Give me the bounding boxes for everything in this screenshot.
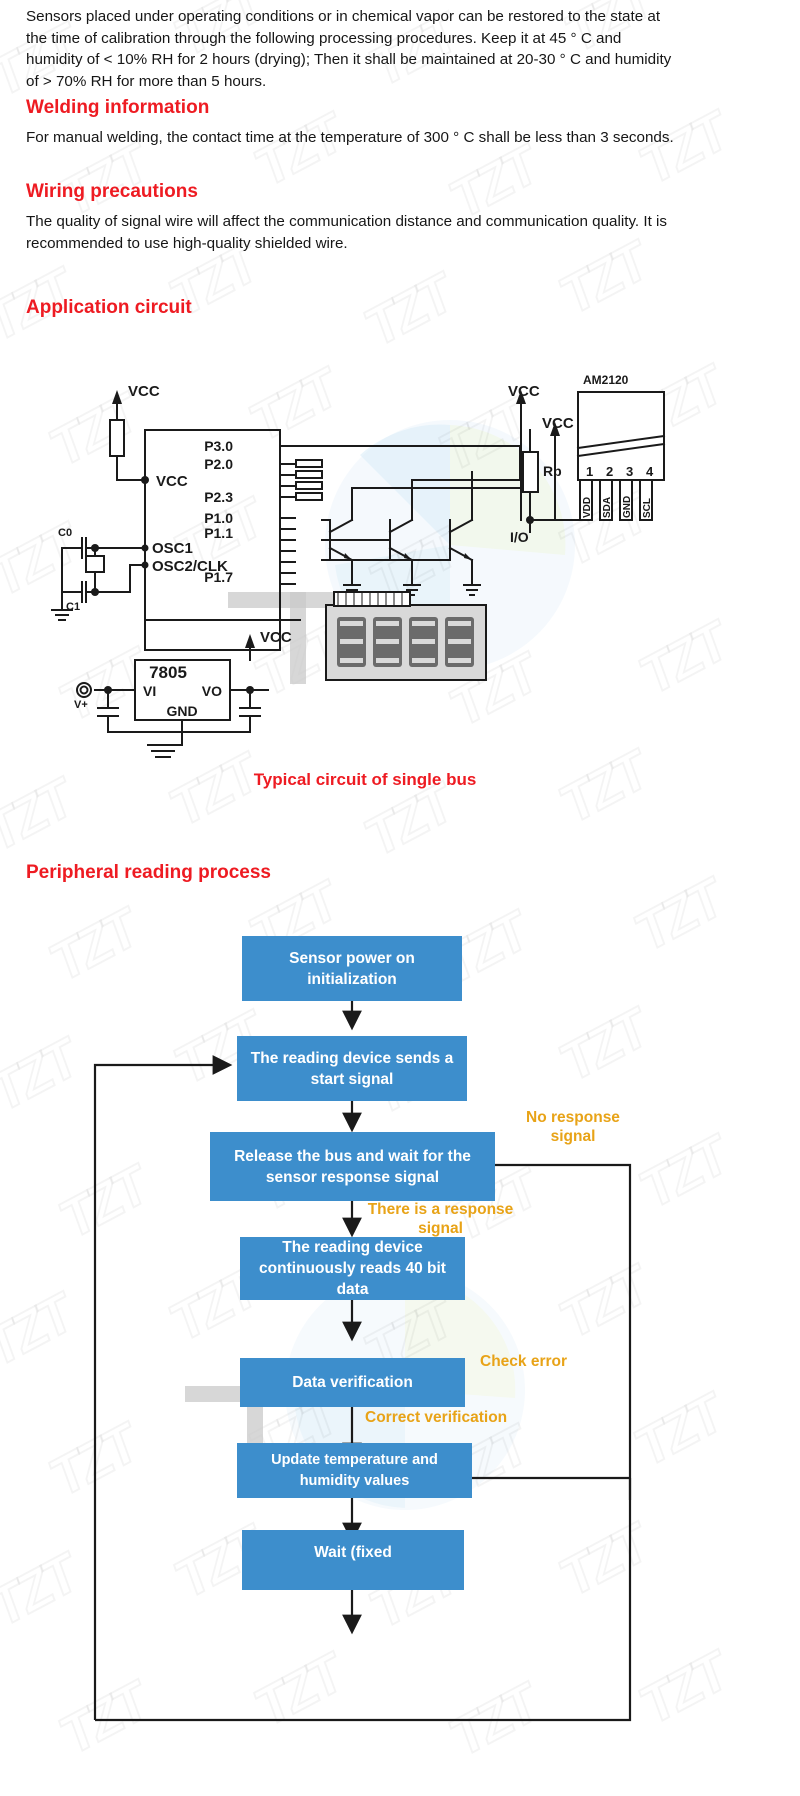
label-c0: C0 <box>58 527 72 539</box>
label-pin-p10: P1.0 <box>204 510 233 526</box>
welding-paragraph: For manual welding, the contact time at … <box>26 129 674 146</box>
application-circuit-schematic: VCC VCC C0 C1 OSC1 OSC2/CLK P3.0 P2.0 P2… <box>51 373 666 758</box>
flowchart-connectors <box>93 1001 632 1722</box>
label-pin-p20: P2.0 <box>204 456 233 472</box>
label-regulator-gnd: GND <box>166 703 197 719</box>
label-sensor-pin-3: 3 <box>626 464 633 479</box>
label-sensor-part-number: AM2120 <box>583 373 629 387</box>
transistor-driver <box>388 499 421 596</box>
flow-node-label: The reading device continuously reads 40… <box>259 1239 446 1298</box>
flow-node-release-bus-wait[interactable]: Release the bus and wait for the sensor … <box>210 1132 495 1201</box>
intro-paragraph: Sensors placed under operating condition… <box>26 8 672 90</box>
label-io: I/O <box>510 529 529 545</box>
label-sensor-vdd: VDD <box>582 497 593 518</box>
label-regulator-vo: VO <box>202 683 222 699</box>
pullup-resistor <box>522 451 539 493</box>
flow-node-label: Wait (fixed <box>314 1544 392 1561</box>
label-regulator-vi: VI <box>143 683 156 699</box>
section-heading-application-circuit: Application circuit <box>26 297 192 318</box>
label-pin-p11: P1.1 <box>204 525 233 541</box>
label-osc1: OSC1 <box>152 540 193 557</box>
flow-edge-label-no-response: No response signal <box>526 1109 620 1145</box>
flow-node-send-start-signal[interactable]: The reading device sends a start signal <box>237 1036 467 1101</box>
label-vcc-top: VCC <box>128 383 160 400</box>
label-regulator-name: 7805 <box>149 663 187 682</box>
transistor-driver <box>328 499 361 596</box>
label-sensor-pin-1: 1 <box>586 464 593 479</box>
label-sensor-pin-2: 2 <box>606 464 613 479</box>
label-pin-p30: P3.0 <box>204 438 233 454</box>
label-pin-p23: P2.3 <box>204 489 233 505</box>
flow-edge-label-correct-verification: Correct verification <box>365 1409 508 1426</box>
decorative-gray-bar <box>290 592 306 684</box>
label-sensor-gnd: GND <box>622 496 633 518</box>
label-v-plus: V+ <box>74 699 88 711</box>
flow-node-update-values[interactable]: Update temperature and humidity values <box>237 1443 472 1498</box>
wiring-paragraph: The quality of signal wire will affect t… <box>26 213 667 252</box>
circuit-caption: Typical circuit of single bus <box>253 770 477 789</box>
label-vcc-pullup: VCC <box>508 383 540 400</box>
section-heading-peripheral-process: Peripheral reading process <box>26 862 271 883</box>
label-vcc-regulator: VCC <box>260 629 292 646</box>
section-heading-wiring: Wiring precautions <box>26 181 198 202</box>
vcc-arrow-icon <box>112 390 122 404</box>
vcc-arrow-icon <box>245 634 255 648</box>
flow-node-label: Sensor power on initialization <box>289 949 415 988</box>
label-sensor-scl: SCL <box>642 498 653 518</box>
transistor-driver <box>448 499 481 596</box>
flow-node-wait-fixed[interactable]: Wait (fixed <box>242 1530 464 1590</box>
flow-node-label: Release the bus and wait for the sensor … <box>234 1147 471 1186</box>
flow-node-label: Data verification <box>292 1374 413 1391</box>
label-vcc-sensor: VCC <box>542 415 574 432</box>
flow-node-label: The reading device sends a start signal <box>250 1049 454 1088</box>
flow-node-read-40-bit-data[interactable]: The reading device continuously reads 40… <box>240 1237 465 1300</box>
label-pin-p17: P1.7 <box>204 569 233 585</box>
flow-node-label: Update temperature and humidity values <box>271 1451 438 1489</box>
flow-node-data-verification[interactable]: Data verification <box>240 1358 465 1407</box>
peripheral-reading-flowchart: Sensor power on initialization The readi… <box>0 900 800 1796</box>
label-osc2: OSC2/CLK <box>152 558 228 575</box>
label-sensor-pin-4: 4 <box>646 464 654 479</box>
label-vcc-mcu: VCC <box>156 473 188 490</box>
flow-edge-label-there-is-response: There is a response signal <box>367 1201 514 1237</box>
section-heading-welding: Welding information <box>26 97 210 118</box>
flow-edge-label-check-error: Check error <box>480 1353 568 1370</box>
vcc-arrow-icon <box>550 422 560 436</box>
label-pullup-resistor: Rp <box>543 463 562 479</box>
vcc-arrow-icon <box>516 390 526 404</box>
flow-node-sensor-power-on[interactable]: Sensor power on initialization <box>242 936 462 1001</box>
label-c1: C1 <box>66 601 80 613</box>
label-sensor-sda: SDA <box>602 497 613 518</box>
regulator-7805-body <box>134 659 231 721</box>
